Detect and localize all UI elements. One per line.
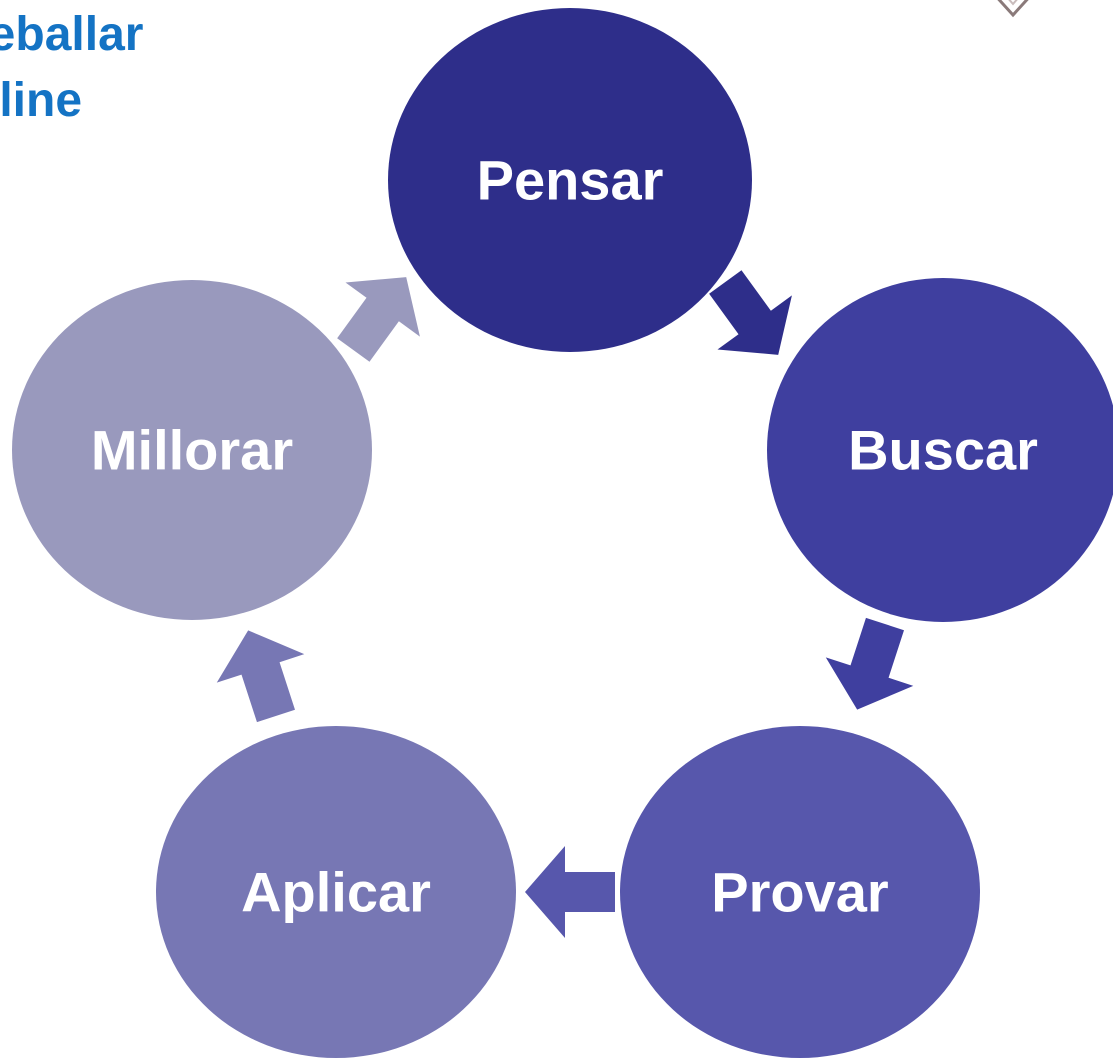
title-line-3: nline	[0, 74, 83, 127]
cycle-node-buscar: Buscar	[767, 278, 1113, 622]
node-label-aplicar: Aplicar	[241, 861, 431, 924]
node-circle-pensar	[388, 8, 752, 352]
node-circle-provar	[620, 726, 980, 1058]
title-line-2: reballar	[0, 8, 144, 61]
node-circle-buscar	[767, 278, 1113, 622]
cycle-arrows	[216, 270, 914, 938]
crest-icon	[997, 0, 1029, 18]
arrow-provar-to-aplicar	[525, 846, 615, 938]
page-title: om reballar nline	[0, 0, 270, 134]
cycle-node-pensar: Pensar	[388, 8, 752, 352]
cycle-node-provar: Provar	[620, 726, 980, 1058]
cycle-node-aplicar: Aplicar	[156, 726, 516, 1058]
arrow-buscar-to-provar	[825, 617, 914, 710]
node-label-millorar: Millorar	[91, 419, 293, 482]
arrow-pensar-to-buscar	[709, 270, 792, 355]
arrow-millorar-to-pensar	[337, 277, 420, 362]
node-label-buscar: Buscar	[848, 419, 1038, 482]
arrow-aplicar-to-millorar	[216, 630, 305, 723]
cycle-node-millorar: Millorar	[12, 280, 372, 620]
node-label-provar: Provar	[711, 861, 888, 924]
node-label-pensar: Pensar	[477, 149, 664, 212]
node-circle-millorar	[12, 280, 372, 620]
node-circle-aplicar	[156, 726, 516, 1058]
